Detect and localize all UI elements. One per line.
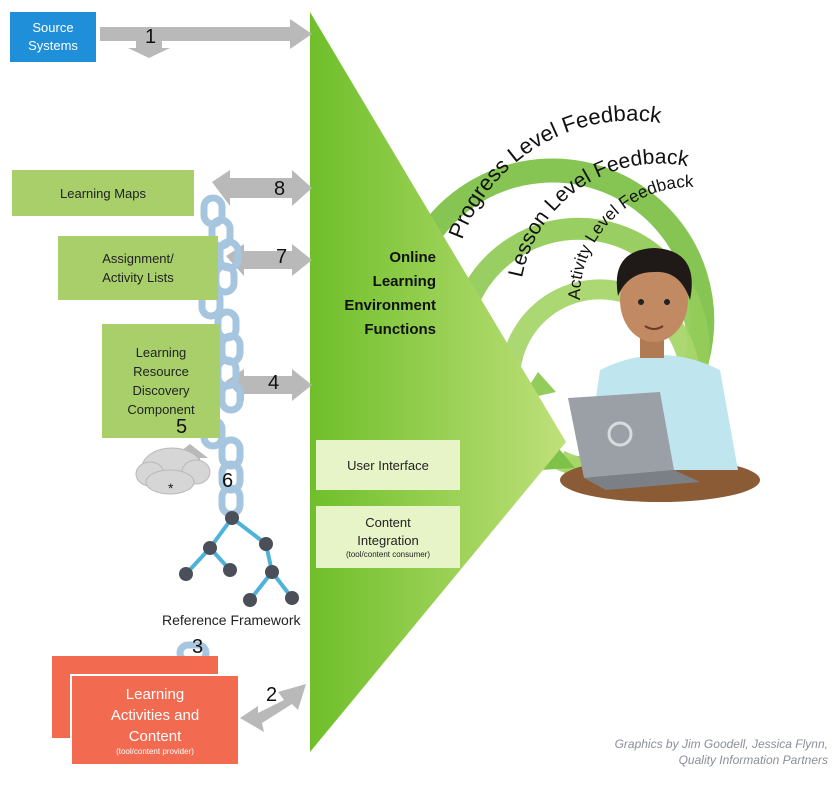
discovery-line1: Learning: [135, 345, 187, 360]
learner-eye-right: [664, 299, 670, 305]
learning-activities-sub: (tool/content provider): [116, 746, 194, 756]
number-4: 4: [268, 372, 280, 394]
assignment-lists-line1: Assignment/: [102, 251, 174, 266]
number-2: 2: [266, 684, 278, 706]
environment-title-line2: Learning: [372, 273, 436, 290]
learner-illustration: [560, 248, 760, 502]
cloud-shape: [135, 447, 211, 495]
reference-tree: [184, 516, 294, 602]
source-systems-box: Source Systems: [10, 12, 96, 62]
environment-title: Online Learning Environment Functions: [318, 246, 436, 342]
discovery-line2: Resource: [133, 364, 189, 379]
discovery-line3: Discovery: [132, 383, 190, 398]
learner-eye-left: [638, 299, 644, 305]
credit: Graphics by Jim Goodell, Jessica Flynn, …: [615, 736, 828, 768]
arrow-4: [226, 369, 312, 401]
arrow-8: [212, 170, 312, 206]
discovery-component-box: Learning Resource Discovery Component: [102, 324, 220, 438]
learning-activities-line3: Content: [128, 727, 182, 745]
number-6: 6: [222, 470, 234, 492]
laptop-screen: [568, 392, 674, 478]
cloud-symbol: *: [168, 480, 174, 496]
arrow-1-horizontal: [100, 19, 312, 49]
content-integration-box: Content Integration (tool/content consum…: [316, 506, 460, 568]
number-3: 3: [192, 636, 204, 658]
assignment-lists-box: Assignment/ Activity Lists: [58, 236, 218, 300]
number-5: 5: [176, 416, 188, 438]
ring-arrowhead-1: [540, 445, 575, 470]
credit-line1: Graphics by Jim Goodell, Jessica Flynn,: [614, 737, 828, 751]
environment-cone: [310, 12, 566, 752]
learning-maps-label: Learning Maps: [60, 185, 146, 201]
learner-mouth: [644, 325, 664, 330]
environment-title-line4: Functions: [364, 321, 436, 338]
user-interface-box: User Interface: [316, 440, 460, 490]
learner-hair: [616, 248, 692, 300]
reference-tree-nodes: [179, 511, 299, 607]
learning-activities-line2: Activities and: [110, 706, 200, 724]
laptop-logo: [607, 421, 633, 447]
number-8: 8: [274, 178, 286, 200]
laptop-base: [584, 470, 700, 490]
credit-line2: Quality Information Partners: [678, 753, 828, 767]
learning-maps-box: Learning Maps: [12, 170, 194, 216]
learner-face: [620, 258, 688, 342]
environment-title-line3: Environment: [344, 297, 436, 314]
learning-activities-line1: Learning: [125, 685, 185, 703]
environment-title-line1: Online: [389, 249, 436, 266]
arrow-2: [240, 684, 306, 732]
arrow-1-down: [128, 41, 170, 58]
number-7: 7: [276, 246, 288, 268]
reference-framework-label: Reference Framework: [162, 612, 301, 628]
assignment-lists-line2: Activity Lists: [102, 270, 174, 285]
content-integration-line1: Content: [365, 515, 411, 530]
arrow-7: [226, 244, 312, 276]
source-systems-line1: Source: [32, 20, 74, 35]
discovery-line4: Component: [127, 402, 195, 417]
user-interface-label: User Interface: [347, 457, 429, 473]
source-systems-line2: Systems: [28, 38, 78, 53]
learning-activities-box: Learning Activities and Content (tool/co…: [70, 674, 238, 764]
content-integration-sub: (tool/content consumer): [345, 550, 431, 559]
content-integration-line2: Integration: [357, 533, 419, 548]
number-1: 1: [145, 26, 157, 48]
